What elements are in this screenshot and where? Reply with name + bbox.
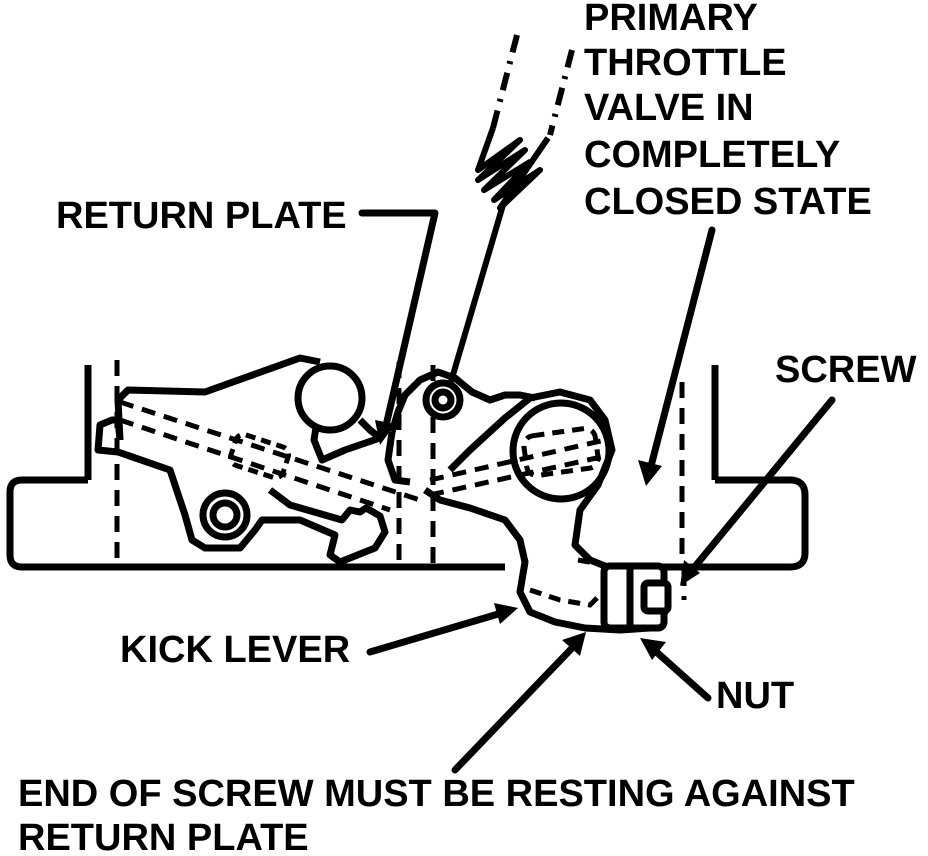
pivots <box>199 362 464 541</box>
screw-and-nut <box>600 562 672 632</box>
arrow-nut <box>640 638 666 660</box>
spring-pivot-inner <box>431 388 455 412</box>
return-plate-label: RETURN PLATE <box>56 195 347 237</box>
link-block <box>227 432 291 481</box>
primary-throttle-line-5: CLOSED STATE <box>584 181 872 223</box>
note-line-2: RETURN PLATE <box>18 817 309 856</box>
shaft-hidden <box>521 425 611 608</box>
primary-throttle-line-2: THROTTLE <box>584 42 787 84</box>
leader-lines <box>358 209 836 774</box>
nut-label: NUT <box>716 675 794 717</box>
screw-tip <box>640 579 672 615</box>
arrow-primary-throttle <box>638 460 662 486</box>
primary-throttle-label: PRIMARY THROTTLE VALVE IN COMPLETELY CLO… <box>584 0 872 223</box>
arrow-screw <box>680 560 700 586</box>
primary-throttle-line-1: PRIMARY <box>584 0 758 39</box>
arrowheads <box>375 420 700 660</box>
arrow-note <box>562 632 586 656</box>
roller-circle <box>294 362 366 434</box>
screw-label: SCREW <box>775 349 917 391</box>
note-line-1: END OF SCREW MUST BE RESTING AGAINST <box>18 773 855 815</box>
primary-throttle-line-4: COMPLETELY <box>584 134 840 176</box>
note-label: END OF SCREW MUST BE RESTING AGAINST RET… <box>18 773 855 856</box>
arrow-kick-lever <box>494 603 518 624</box>
kick-lever-label: KICK LEVER <box>120 629 350 671</box>
return-spring <box>447 34 575 386</box>
primary-throttle-line-3: VALVE IN <box>584 87 754 129</box>
lower-pivot-inner <box>209 499 241 531</box>
carburetor-body <box>6 365 809 571</box>
arrow-return-plate <box>375 420 395 445</box>
